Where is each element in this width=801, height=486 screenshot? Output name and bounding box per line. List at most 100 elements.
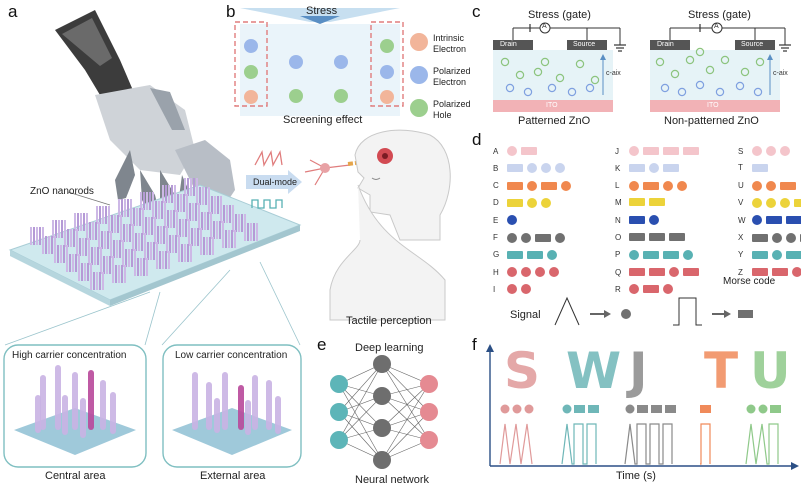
sequence-waveform [561,423,597,465]
morse-row-b: B [493,163,565,174]
sequence-dash [588,405,599,413]
morse-letter: T [738,163,743,173]
morse-dash [683,268,699,277]
source-right: Source [741,41,764,48]
morse-dot [527,163,537,174]
morse-dot [772,249,782,260]
morse-row-l: L [615,180,687,191]
nanorod-array [30,178,258,290]
panel-b-label: b [226,2,236,21]
panel-e-label: e [317,335,327,354]
morse-dash [535,233,551,242]
nanorods-label: ZnO nanorods [30,186,94,197]
gate-label-right: Stress (gate) [688,9,751,21]
morse-dash [649,268,665,277]
sequence-letter-s: S [504,342,541,400]
morse-row-f: F [493,232,565,243]
morse-row-a: A [493,146,537,156]
sequence-dot [746,404,756,414]
morse-row-n: N [615,215,659,226]
morse-row-k: K [615,163,679,174]
morse-dot [629,284,639,295]
morse-letter: Q [615,267,622,277]
morse-letter: E [493,215,499,225]
morse-dot [629,146,639,156]
morse-letter: I [493,284,496,294]
drain-left: Drain [500,41,517,48]
time-axis-label: Time (s) [616,470,656,482]
morse-row-h: H [493,267,559,278]
axis-right: c-aix [773,70,788,77]
morse-dot [521,267,531,278]
morse-letter: A [493,146,499,156]
morse-letter: B [493,163,499,173]
morse-dot [521,232,531,243]
sequence-waveform [499,423,533,465]
nn-node-layer0-0 [330,375,348,393]
morse-dot [786,232,796,243]
morse-dash [507,250,523,259]
nn-node-layer0-1 [330,403,348,421]
nn-node-layer1-3 [373,451,391,469]
morse-dot [549,267,559,278]
morse-letter: G [493,250,500,260]
morse-letter: Z [738,267,743,277]
sequence-dot [562,404,572,414]
sequence-dot [758,404,768,414]
morse-dot [541,197,551,208]
panel-d-label: d [472,130,482,149]
morse-dot [507,215,517,226]
sequence-waveform [745,423,779,465]
deep-learning-label: Deep learning [355,342,424,354]
nn-node-layer1-0 [373,355,391,373]
ammeter-right: A [714,23,719,30]
morse-row-p: P [615,249,693,260]
morse-letter: O [615,232,622,242]
axis-left: c-aix [606,70,621,77]
sequence-letter-w: W [566,342,622,400]
morse-dot [752,180,762,191]
panel-f-label: f [472,335,477,354]
morse-row-j: J [615,146,699,156]
morse-row-y: Y [738,249,801,260]
nonpatterned-label: Non-patterned ZnO [664,115,759,127]
sequence-waveform [624,423,673,465]
tactile-perception-label: Tactile perception [346,315,432,327]
morse-dot [629,249,639,260]
sequence-dash [651,405,662,413]
sequence-letter-t: T [704,342,739,400]
morse-dot [649,215,659,226]
high-carrier-label: High carrier concentration [12,350,127,361]
panel-a-label: a [8,2,18,21]
morse-letter: N [615,215,621,225]
morse-dot [683,249,693,260]
morse-row-m: M [615,198,665,207]
dual-mode-label: Dual-mode [253,177,298,187]
morse-dash [507,164,523,173]
morse-dot [677,180,687,191]
morse-dash [629,198,645,207]
morse-letter: J [615,146,619,156]
morse-dash [643,147,659,155]
sequence-waveform [700,423,711,465]
morse-dash [663,250,679,259]
sequence-letter-u: U [750,342,791,400]
morse-letter: P [615,250,621,260]
morse-row-g: G [493,249,557,260]
morse-dot [752,197,762,208]
stress-label: Stress [306,5,338,17]
legend-polarized-hole: Polarized Hole [433,99,471,120]
morse-row-v: V [738,197,801,208]
legend-intrinsic-electron: Intrinsic Electron [433,33,467,54]
morse-letter: L [615,181,620,191]
morse-dash [683,147,699,155]
morse-dot [772,232,782,243]
morse-letter: K [615,163,621,173]
morse-row-q: Q [615,267,699,278]
morse-letter: F [493,233,498,242]
morse-dash [643,250,659,259]
morse-dot [780,146,790,156]
